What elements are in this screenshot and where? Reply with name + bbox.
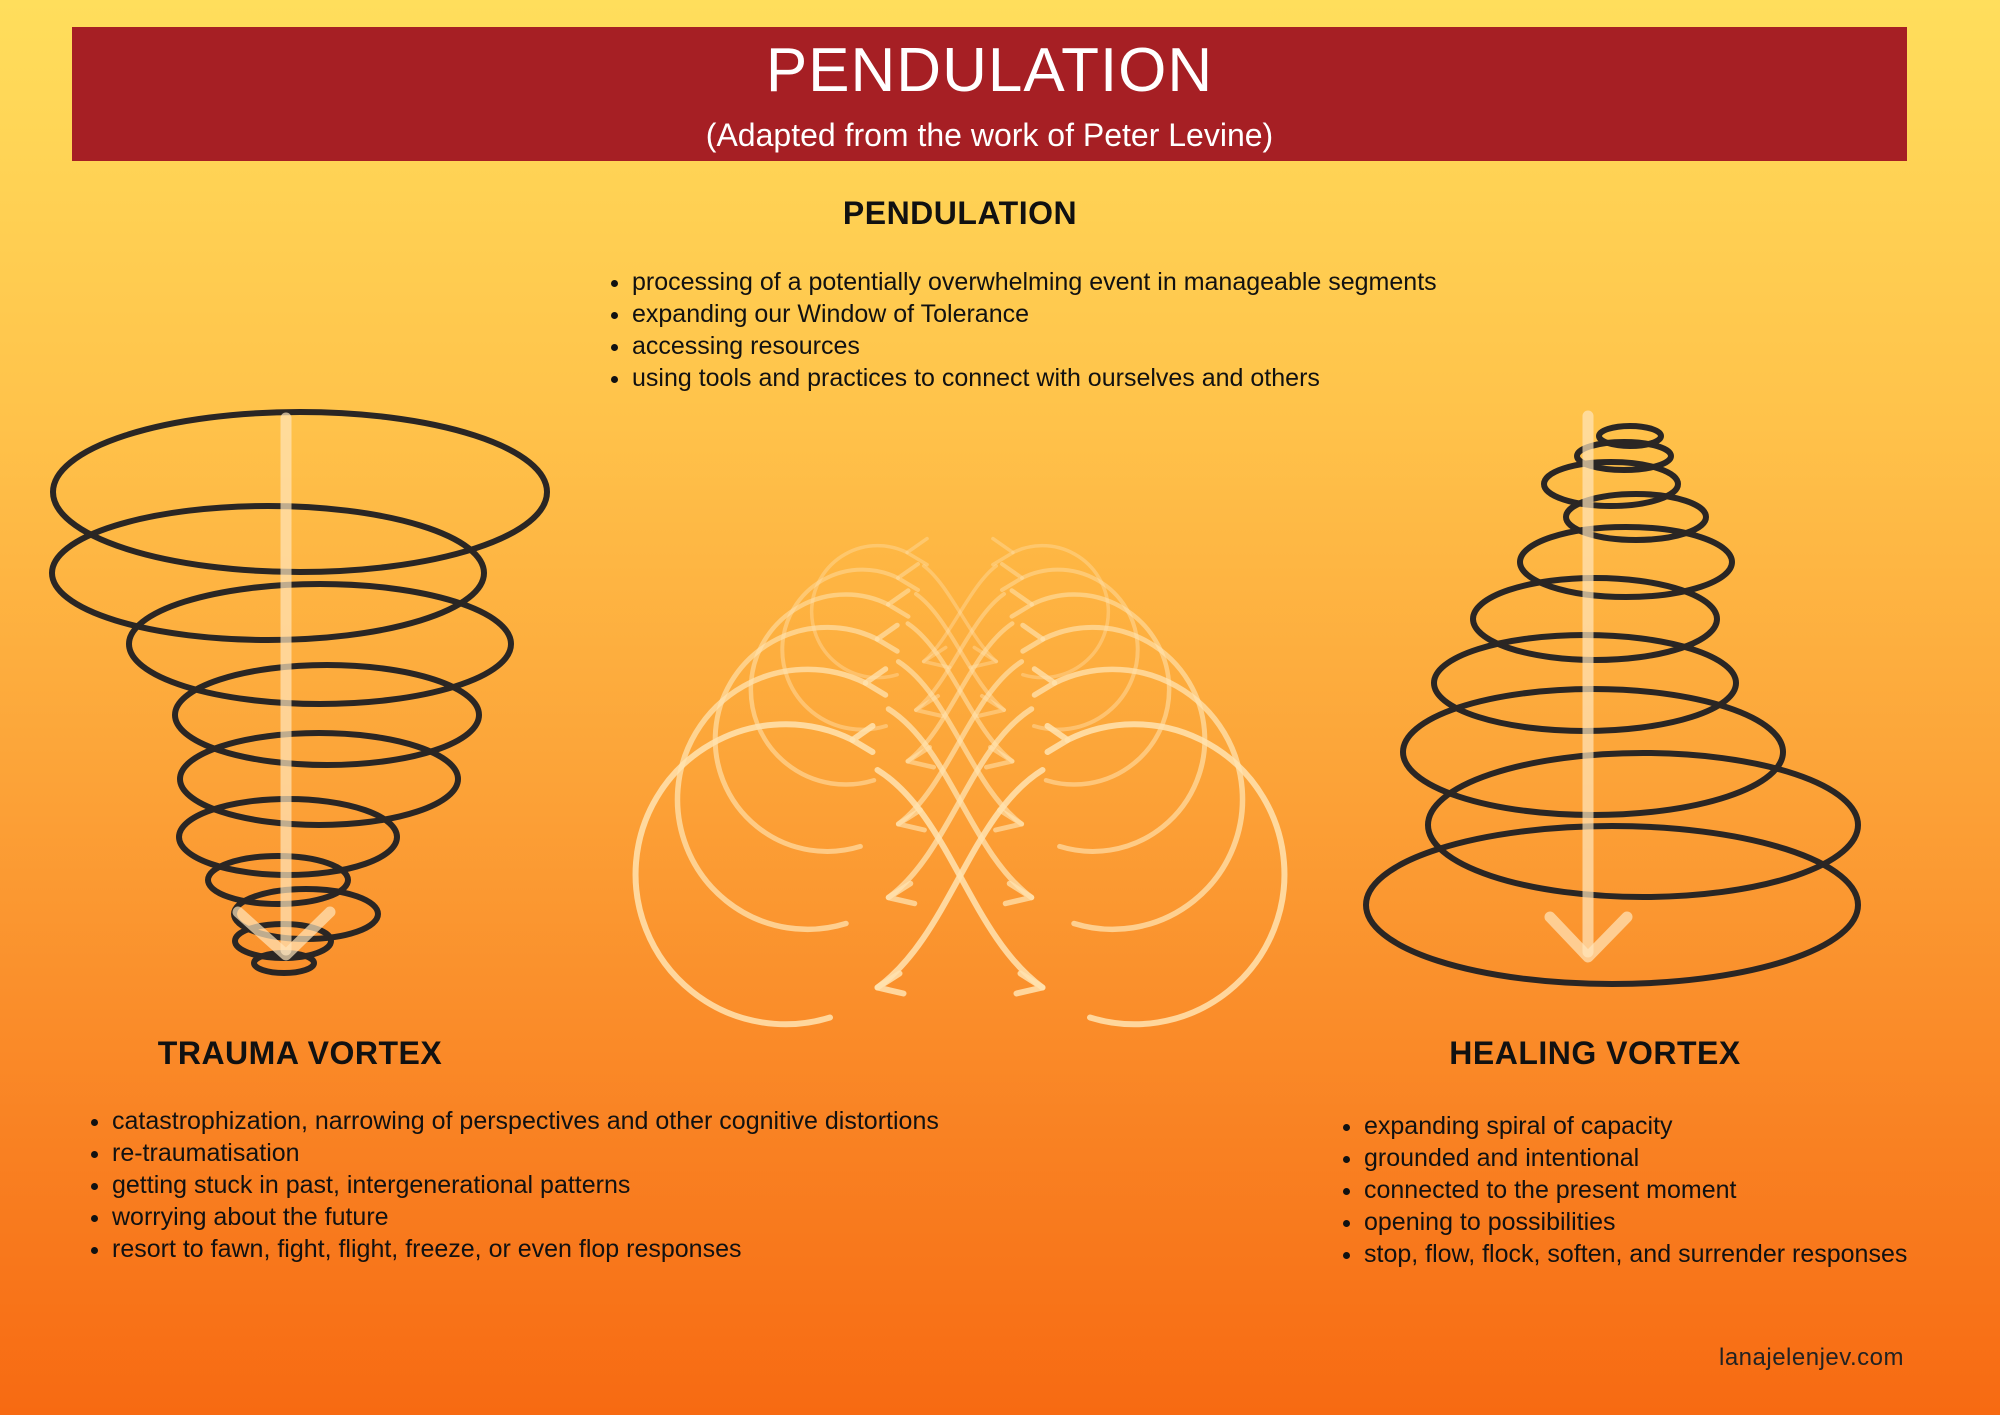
pendulation-arrows-icon: [632, 536, 1288, 1028]
arrow-head: [1002, 880, 1035, 907]
pendulation-strand: [885, 666, 1246, 933]
trauma-vortex-list: catastrophization, narrowing of perspect…: [78, 1105, 939, 1265]
arrow-head: [1013, 970, 1046, 997]
arrow-head: [1020, 622, 1046, 654]
list-item: getting stuck in past, intergenerational…: [112, 1169, 939, 1201]
pendulation-strand: [895, 624, 1208, 854]
pendulation-strand: [921, 543, 1111, 680]
healing-vortex-heading: HEALING VORTEX: [1449, 1035, 1741, 1071]
page-subtitle: (Adapted from the work of Peter Levine): [705, 117, 1274, 153]
pendulation-strand: [780, 567, 1006, 732]
pendulation-strand: [905, 592, 1172, 787]
pendulation-loop: [809, 536, 1111, 680]
arrow-head: [849, 723, 876, 755]
arrow-head: [991, 536, 1015, 567]
list-item: processing of a potentially overwhelming…: [632, 266, 1437, 298]
list-item: re-traumatisation: [112, 1137, 939, 1169]
healing-vortex-icon: [1363, 410, 1861, 987]
arrow-head: [896, 562, 920, 592]
page-title: PENDULATION: [765, 36, 1214, 105]
arrow-head: [874, 970, 907, 997]
arrow-head: [874, 622, 900, 654]
pendulation-heading: PENDULATION: [842, 195, 1078, 231]
list-item: expanding our Window of Tolerance: [632, 298, 1437, 330]
arrow-head: [914, 694, 944, 718]
pendulation-loop: [748, 588, 1172, 787]
list-item: using tools and practices to connect wit…: [632, 362, 1437, 394]
arrow-head: [1009, 588, 1034, 619]
footer-website: lanajelenjev.com: [1719, 1344, 1904, 1371]
arrow-head: [905, 745, 936, 770]
arrow-head: [993, 807, 1025, 833]
arrow-head: [905, 536, 929, 567]
arrow-head: [976, 694, 1006, 718]
pendulation-loop: [632, 721, 1288, 1028]
pendulation-strand: [914, 567, 1140, 732]
arrow-head: [1031, 666, 1058, 698]
arrow-head: [862, 666, 889, 698]
pendulation-loop: [712, 622, 1208, 854]
list-item: catastrophization, narrowing of perspect…: [112, 1105, 939, 1137]
pendulation-loop: [780, 562, 1140, 732]
pendulation-loop: [674, 666, 1246, 933]
pendulation-strand: [809, 543, 999, 680]
pendulation-list: processing of a potentially overwhelming…: [598, 266, 1437, 394]
arrow-head: [1044, 723, 1071, 755]
arrow-head: [886, 588, 911, 619]
pendulation-strand: [874, 721, 1288, 1028]
title-banner: PENDULATION (Adapted from the work of Pe…: [72, 27, 1907, 161]
healing-vortex-list: expanding spiral of capacity grounded an…: [1330, 1110, 1907, 1270]
arrow-head: [885, 880, 918, 907]
list-item: grounded and intentional: [1364, 1142, 1907, 1174]
trauma-vortex-icon: [49, 409, 550, 976]
list-item: stop, flow, flock, soften, and surrender…: [1364, 1238, 1907, 1270]
list-item: connected to the present moment: [1364, 1174, 1907, 1206]
arrow-head: [1000, 562, 1024, 592]
trauma-vortex-heading: TRAUMA VORTEX: [157, 1035, 443, 1071]
arrow-head: [968, 645, 999, 670]
list-item: resort to fawn, fight, flight, freeze, o…: [112, 1233, 939, 1265]
arrow-head: [921, 645, 952, 670]
list-item: expanding spiral of capacity: [1364, 1110, 1907, 1142]
arrow-head: [984, 745, 1015, 770]
arrow-head: [895, 807, 927, 833]
list-item: accessing resources: [632, 330, 1437, 362]
list-item: opening to possibilities: [1364, 1206, 1907, 1238]
list-item: worrying about the future: [112, 1201, 939, 1233]
